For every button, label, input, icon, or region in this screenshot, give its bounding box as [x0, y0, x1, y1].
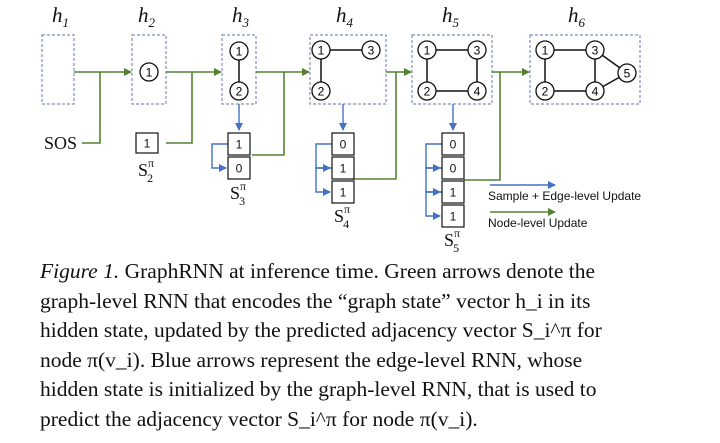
h-box [411, 34, 493, 105]
svg-text:1: 1 [424, 44, 431, 58]
blue-loop [425, 167, 442, 196]
cell-value: 1 [236, 138, 243, 152]
node: 4 [467, 81, 487, 101]
cell [441, 156, 465, 180]
blue-loop [211, 143, 228, 172]
green-arrow-input [252, 72, 285, 156]
node: 1 [229, 41, 249, 61]
h-label: h2 [138, 3, 156, 30]
blue-loop [425, 143, 442, 172]
caption-line: predict the adjacency vector S_i^π for n… [40, 406, 478, 431]
adjacency-cells: 1 1 0 0 1 1 0 0 1 1 [135, 132, 465, 228]
svg-text:2: 2 [542, 85, 549, 99]
blue-loop [315, 143, 332, 172]
cell-value: 0 [450, 138, 457, 152]
node: 2 [229, 81, 249, 101]
node: 3 [361, 40, 381, 60]
svg-text:3: 3 [474, 44, 481, 58]
legend-label: Sample + Edge-level Update [488, 189, 641, 203]
h-label: h4 [336, 3, 354, 30]
cell-value: 0 [236, 162, 243, 176]
cell [441, 180, 465, 204]
svg-text:2: 2 [318, 85, 325, 99]
figure-caption: Figure 1. GraphRNN at inference time. Gr… [40, 257, 680, 434]
green-arrow-input [464, 72, 501, 181]
svg-text:2: 2 [424, 85, 431, 99]
h-label: h5 [442, 3, 460, 30]
cell-value: 1 [450, 186, 457, 200]
cell-value: 1 [340, 186, 347, 200]
cell [441, 132, 465, 156]
svg-text:1: 1 [318, 44, 325, 58]
node: 2 [535, 81, 555, 101]
blue-loop [425, 191, 442, 220]
node: 2 [417, 81, 437, 101]
svg-text:4: 4 [592, 85, 599, 99]
h-box [529, 34, 641, 105]
node: 1 [139, 62, 159, 82]
cell-value: 1 [144, 137, 151, 151]
node: 3 [585, 40, 605, 60]
svg-text:1: 1 [236, 45, 243, 59]
cell [441, 204, 465, 228]
node: 4 [585, 81, 605, 101]
h-label: h1 [52, 3, 69, 30]
caption-line: node π(v_i). Blue arrows represent the e… [40, 347, 583, 372]
graph-level-arrows [74, 68, 530, 181]
blue-loop [315, 167, 332, 196]
edge-level-arrows [211, 104, 457, 220]
svg-text:3: 3 [368, 44, 375, 58]
cell [331, 132, 355, 156]
h-box [131, 34, 167, 105]
graphs: 1 1 2 1 3 2 1 [139, 40, 637, 101]
cell [227, 156, 251, 180]
caption-text: GraphRNN at inference time. Green arrows… [119, 259, 596, 283]
cell [135, 132, 159, 154]
svg-text:1: 1 [542, 44, 549, 58]
green-arrow-input [82, 72, 101, 144]
graphrnn-figure: h1 h2 h3 h4 h5 h6 1 [41, 3, 641, 255]
cell-value: 0 [450, 162, 457, 176]
green-arrow-input [352, 72, 397, 180]
caption-line: Figure 1. GraphRNN at inference time. Gr… [40, 257, 680, 287]
caption-line: hidden state is initialized by the graph… [40, 377, 597, 401]
hidden-state-labels: h1 h2 h3 h4 h5 h6 [52, 3, 586, 30]
svg-text:5: 5 [624, 67, 631, 81]
svg-text:3: 3 [592, 44, 599, 58]
cell-value: 1 [450, 210, 457, 224]
cell [331, 180, 355, 204]
node: 5 [617, 63, 637, 83]
h-box [41, 34, 75, 105]
h-label: h6 [568, 3, 586, 30]
cell-value: 1 [340, 162, 347, 176]
caption-label: Figure 1. [40, 259, 120, 283]
caption-line: hidden state, updated by the predicted a… [40, 318, 602, 342]
h-box [309, 34, 387, 105]
sos-label: SOS [44, 133, 77, 153]
node: 1 [311, 40, 331, 60]
svg-text:1: 1 [146, 66, 153, 80]
cell [331, 156, 355, 180]
green-arrow-input [166, 72, 193, 144]
node: 2 [311, 81, 331, 101]
caption-line: graph-level RNN that encodes the “graph … [40, 288, 591, 313]
h-label: h3 [232, 3, 250, 30]
cell-value: 0 [340, 138, 347, 152]
node: 1 [535, 40, 555, 60]
legend-label: Node-level Update [488, 216, 588, 230]
node: 1 [417, 40, 437, 60]
svg-text:4: 4 [474, 85, 481, 99]
cell [227, 132, 251, 156]
svg-text:2: 2 [236, 85, 243, 99]
legend: Sample + Edge-level Update Node-level Up… [488, 181, 641, 230]
node: 3 [467, 40, 487, 60]
